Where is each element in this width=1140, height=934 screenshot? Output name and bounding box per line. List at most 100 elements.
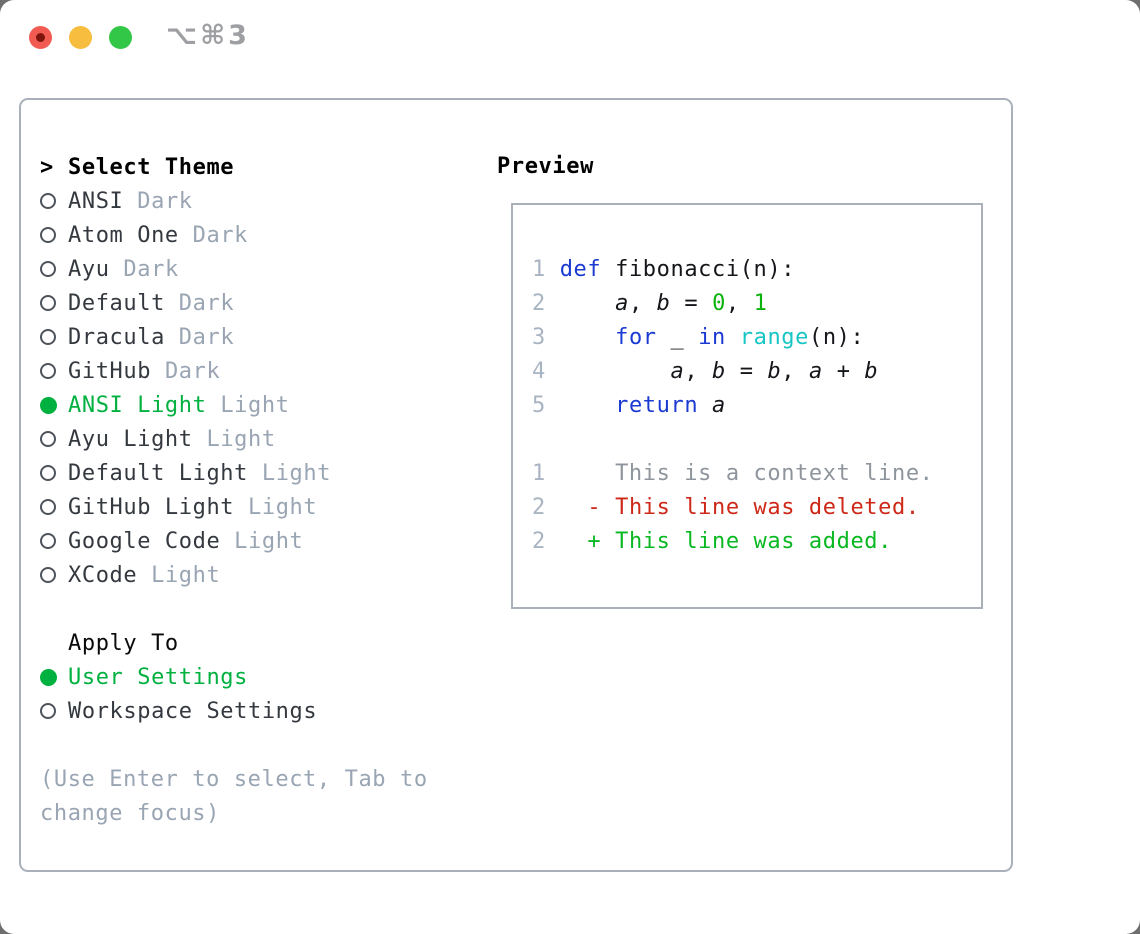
code-token-plain: = [670, 291, 713, 316]
radio-icon [40, 295, 68, 311]
code-token-var: a [615, 291, 629, 316]
spacer [21, 728, 491, 762]
traffic-light-close-icon[interactable] [29, 26, 52, 49]
theme-option-default-light[interactable]: Default Light Light [21, 456, 491, 490]
theme-option-dracula[interactable]: Dracula Dark [21, 320, 491, 354]
code-token-plain: (n): [808, 325, 865, 350]
theme-option-google-code[interactable]: Google Code Light [21, 524, 491, 558]
apply-option-user-settings[interactable]: User Settings [21, 660, 491, 694]
window-title: ⌥⌘3 [166, 20, 250, 51]
theme-option-atom-one[interactable]: Atom One Dark [21, 218, 491, 252]
code-token-plain: _ [656, 325, 699, 350]
theme-option-github[interactable]: GitHub Dark [21, 354, 491, 388]
theme-option-ansi-light[interactable]: ANSI Light Light [21, 388, 491, 422]
radio-icon [40, 261, 68, 277]
theme-variant: Dark [137, 188, 193, 214]
theme-label: Dracula Dark [68, 325, 234, 350]
line-number: 2 [532, 529, 560, 554]
theme-variant: Light [151, 562, 221, 588]
traffic-light-maximize-icon[interactable] [109, 26, 132, 49]
theme-label: Default Dark [68, 291, 234, 316]
titlebar: ⌥⌘3 [0, 0, 1140, 74]
theme-name: Default Light [68, 460, 248, 486]
apply-to-header-row: Apply To [21, 626, 491, 660]
theme-variant: Dark [192, 222, 249, 248]
line-number: 2 [532, 495, 560, 520]
theme-option-ayu[interactable]: Ayu Dark [21, 252, 491, 286]
theme-option-ansi[interactable]: ANSI Dark [21, 184, 491, 218]
line-number: 1 [532, 257, 560, 282]
code-token-builtin: range [739, 325, 809, 350]
code-token-ctx: This is a context line. [559, 461, 934, 486]
preview-line: 1 def fibonacci(n): [532, 253, 981, 287]
radio-icon [40, 567, 68, 583]
radio-icon [40, 499, 68, 515]
code-token-add: + This line was added. [587, 529, 892, 554]
theme-option-default[interactable]: Default Dark [21, 286, 491, 320]
preview-line: 4 a, b = b, a + b [532, 355, 981, 389]
code-token-lit: 1 [753, 291, 768, 316]
line-number: 2 [532, 291, 560, 316]
code-token-plain: = [725, 359, 768, 384]
code-token-kw: for [615, 325, 657, 350]
code-token-plain [726, 325, 740, 350]
theme-name: GitHub Light [68, 494, 235, 520]
radio-icon [40, 227, 68, 243]
code-token-plain [560, 359, 671, 384]
radio-icon [40, 193, 68, 209]
apply-option-label: Workspace Settings [68, 698, 318, 724]
radio-icon [40, 431, 68, 447]
preview-line: 1 This is a context line. [532, 457, 981, 491]
select-theme-header: Select Theme [68, 154, 235, 180]
code-token-var: a [670, 359, 685, 384]
code-token-var: b [712, 359, 726, 384]
code-token-plain: , [684, 359, 713, 384]
line-number: 3 [532, 325, 560, 350]
code-token-plain [560, 529, 588, 554]
theme-label: Ayu Dark [68, 257, 179, 282]
code-token-plain [560, 325, 615, 350]
radio-icon [40, 329, 68, 345]
line-number: 1 [532, 461, 560, 486]
code-token-var: b [864, 359, 879, 384]
theme-option-github-light[interactable]: GitHub Light Light [21, 490, 491, 524]
code-token-plain: , [725, 291, 754, 316]
unsaved-dot-icon [36, 33, 45, 42]
code-token-plain: fibonacci(n): [601, 257, 796, 282]
apply-option-label: User Settings [68, 664, 248, 690]
preview-line [532, 423, 981, 457]
theme-name: Default [68, 290, 165, 316]
preview-line: 2 a, b = 0, 1 [532, 287, 981, 321]
code-token-kw: in [698, 325, 726, 350]
theme-variant: Dark [178, 324, 235, 350]
radio-icon [40, 703, 68, 719]
theme-variant: Dark [123, 256, 179, 282]
radio-selected-icon [40, 396, 68, 414]
theme-variant: Light [248, 494, 318, 520]
code-token-del: - This line was deleted. [587, 495, 920, 520]
theme-name: Ayu [68, 256, 110, 282]
theme-name: ANSI Light [68, 392, 207, 418]
preview-line: 2 + This line was added. [532, 525, 981, 559]
traffic-light-minimize-icon[interactable] [69, 26, 92, 49]
theme-option-ayu-light[interactable]: Ayu Light Light [21, 422, 491, 456]
code-token-plain [560, 495, 588, 520]
code-token-kw: def [559, 257, 602, 282]
radio-icon [40, 533, 68, 549]
theme-label: GitHub Dark [68, 359, 220, 384]
theme-option-xcode[interactable]: XCode Light [21, 558, 491, 592]
apply-option-workspace-settings[interactable]: Workspace Settings [21, 694, 491, 728]
radio-selected-icon [40, 668, 68, 686]
preview-line: 2 - This line was deleted. [532, 491, 981, 525]
theme-name: Atom One [68, 222, 179, 248]
code-token-plain: + [822, 359, 865, 384]
spacer [21, 592, 491, 626]
theme-variant: Dark [164, 358, 221, 384]
code-token-lit: 0 [712, 291, 726, 316]
code-token-var: b [656, 291, 671, 316]
code-token-plain [698, 393, 712, 418]
